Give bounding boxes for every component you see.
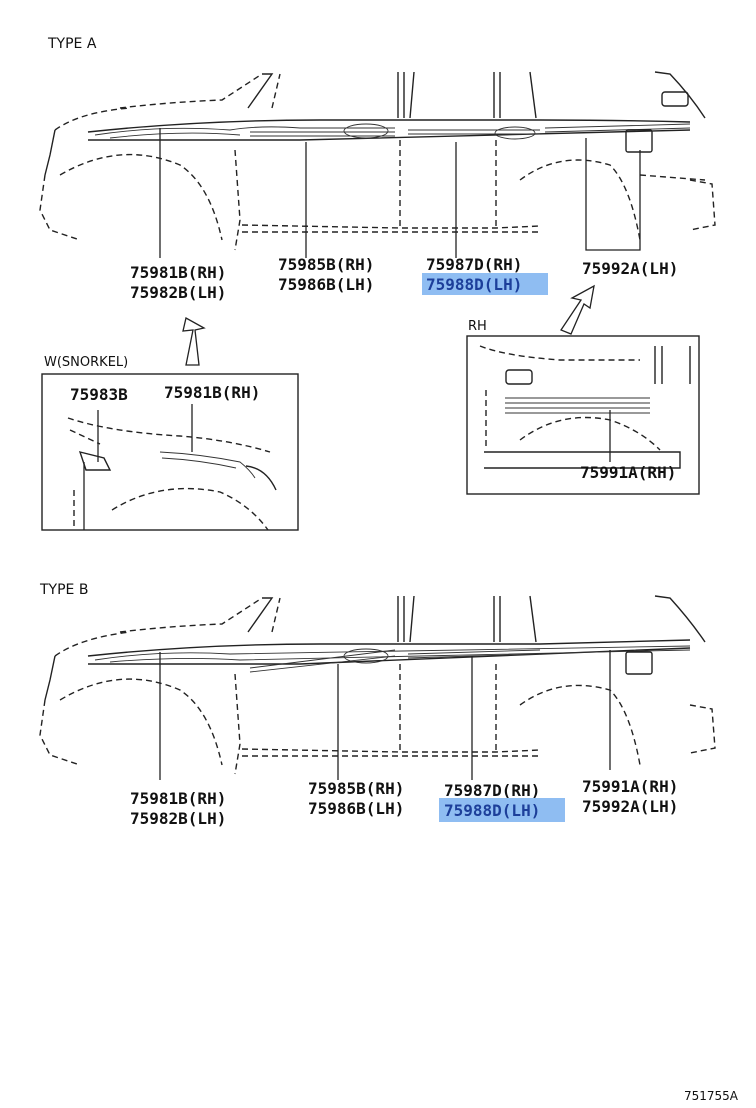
arrow-up-right-icon: [560, 284, 595, 335]
callout-b-fender-lh: 75982B(LH): [130, 809, 226, 828]
callout-snorkel-right: 75981B(RH): [164, 383, 260, 402]
callout-a-front-door-lh: 75986B(LH): [278, 275, 374, 294]
highlight-b-rear-door-lh: [439, 798, 565, 822]
callout-b-fender-rh: 75981B(RH): [130, 789, 226, 808]
callout-snorkel-left: 75983B: [70, 385, 128, 404]
type-b-vehicle-side-view: [39, 595, 716, 775]
snorkel-inset-title: W(SNORKEL): [44, 355, 128, 370]
leader-a-quarter: [585, 138, 641, 251]
rh-inset-title: RH: [468, 319, 487, 334]
highlight-a-rear-door-lh: [422, 273, 548, 295]
type-a-title: TYPE A: [47, 36, 97, 52]
callout-b-rear-door-lh: 75988D(LH): [444, 801, 540, 820]
callout-a-fender-rh: 75981B(RH): [130, 263, 226, 282]
type-a-vehicle-side-view: [39, 71, 716, 251]
callout-b-rear-door-rh: 75987D(RH): [444, 781, 540, 800]
callout-b-quarter-lh: 75992A(LH): [582, 797, 678, 816]
callout-b-front-door-lh: 75986B(LH): [308, 799, 404, 818]
snorkel-inset-illustration: [67, 417, 277, 531]
callout-a-fender-lh: 75982B(LH): [130, 283, 226, 302]
callout-rh-quarter: 75991A(RH): [580, 463, 676, 482]
callout-a-quarter-lh: 75992A(LH): [582, 259, 678, 278]
snorkel-inset-box: [41, 373, 299, 531]
callout-b-front-door-rh: 75985B(RH): [308, 779, 404, 798]
callout-b-quarter-rh: 75991A(RH): [582, 777, 678, 796]
type-b-title: TYPE B: [39, 582, 88, 598]
callout-a-rear-door-lh: 75988D(LH): [426, 275, 522, 294]
callout-a-front-door-rh: 75985B(RH): [278, 255, 374, 274]
diagram-code: 751755A: [684, 1089, 739, 1103]
arrow-up-left-icon: [182, 317, 206, 366]
callout-a-rear-door-rh: 75987D(RH): [426, 255, 522, 274]
